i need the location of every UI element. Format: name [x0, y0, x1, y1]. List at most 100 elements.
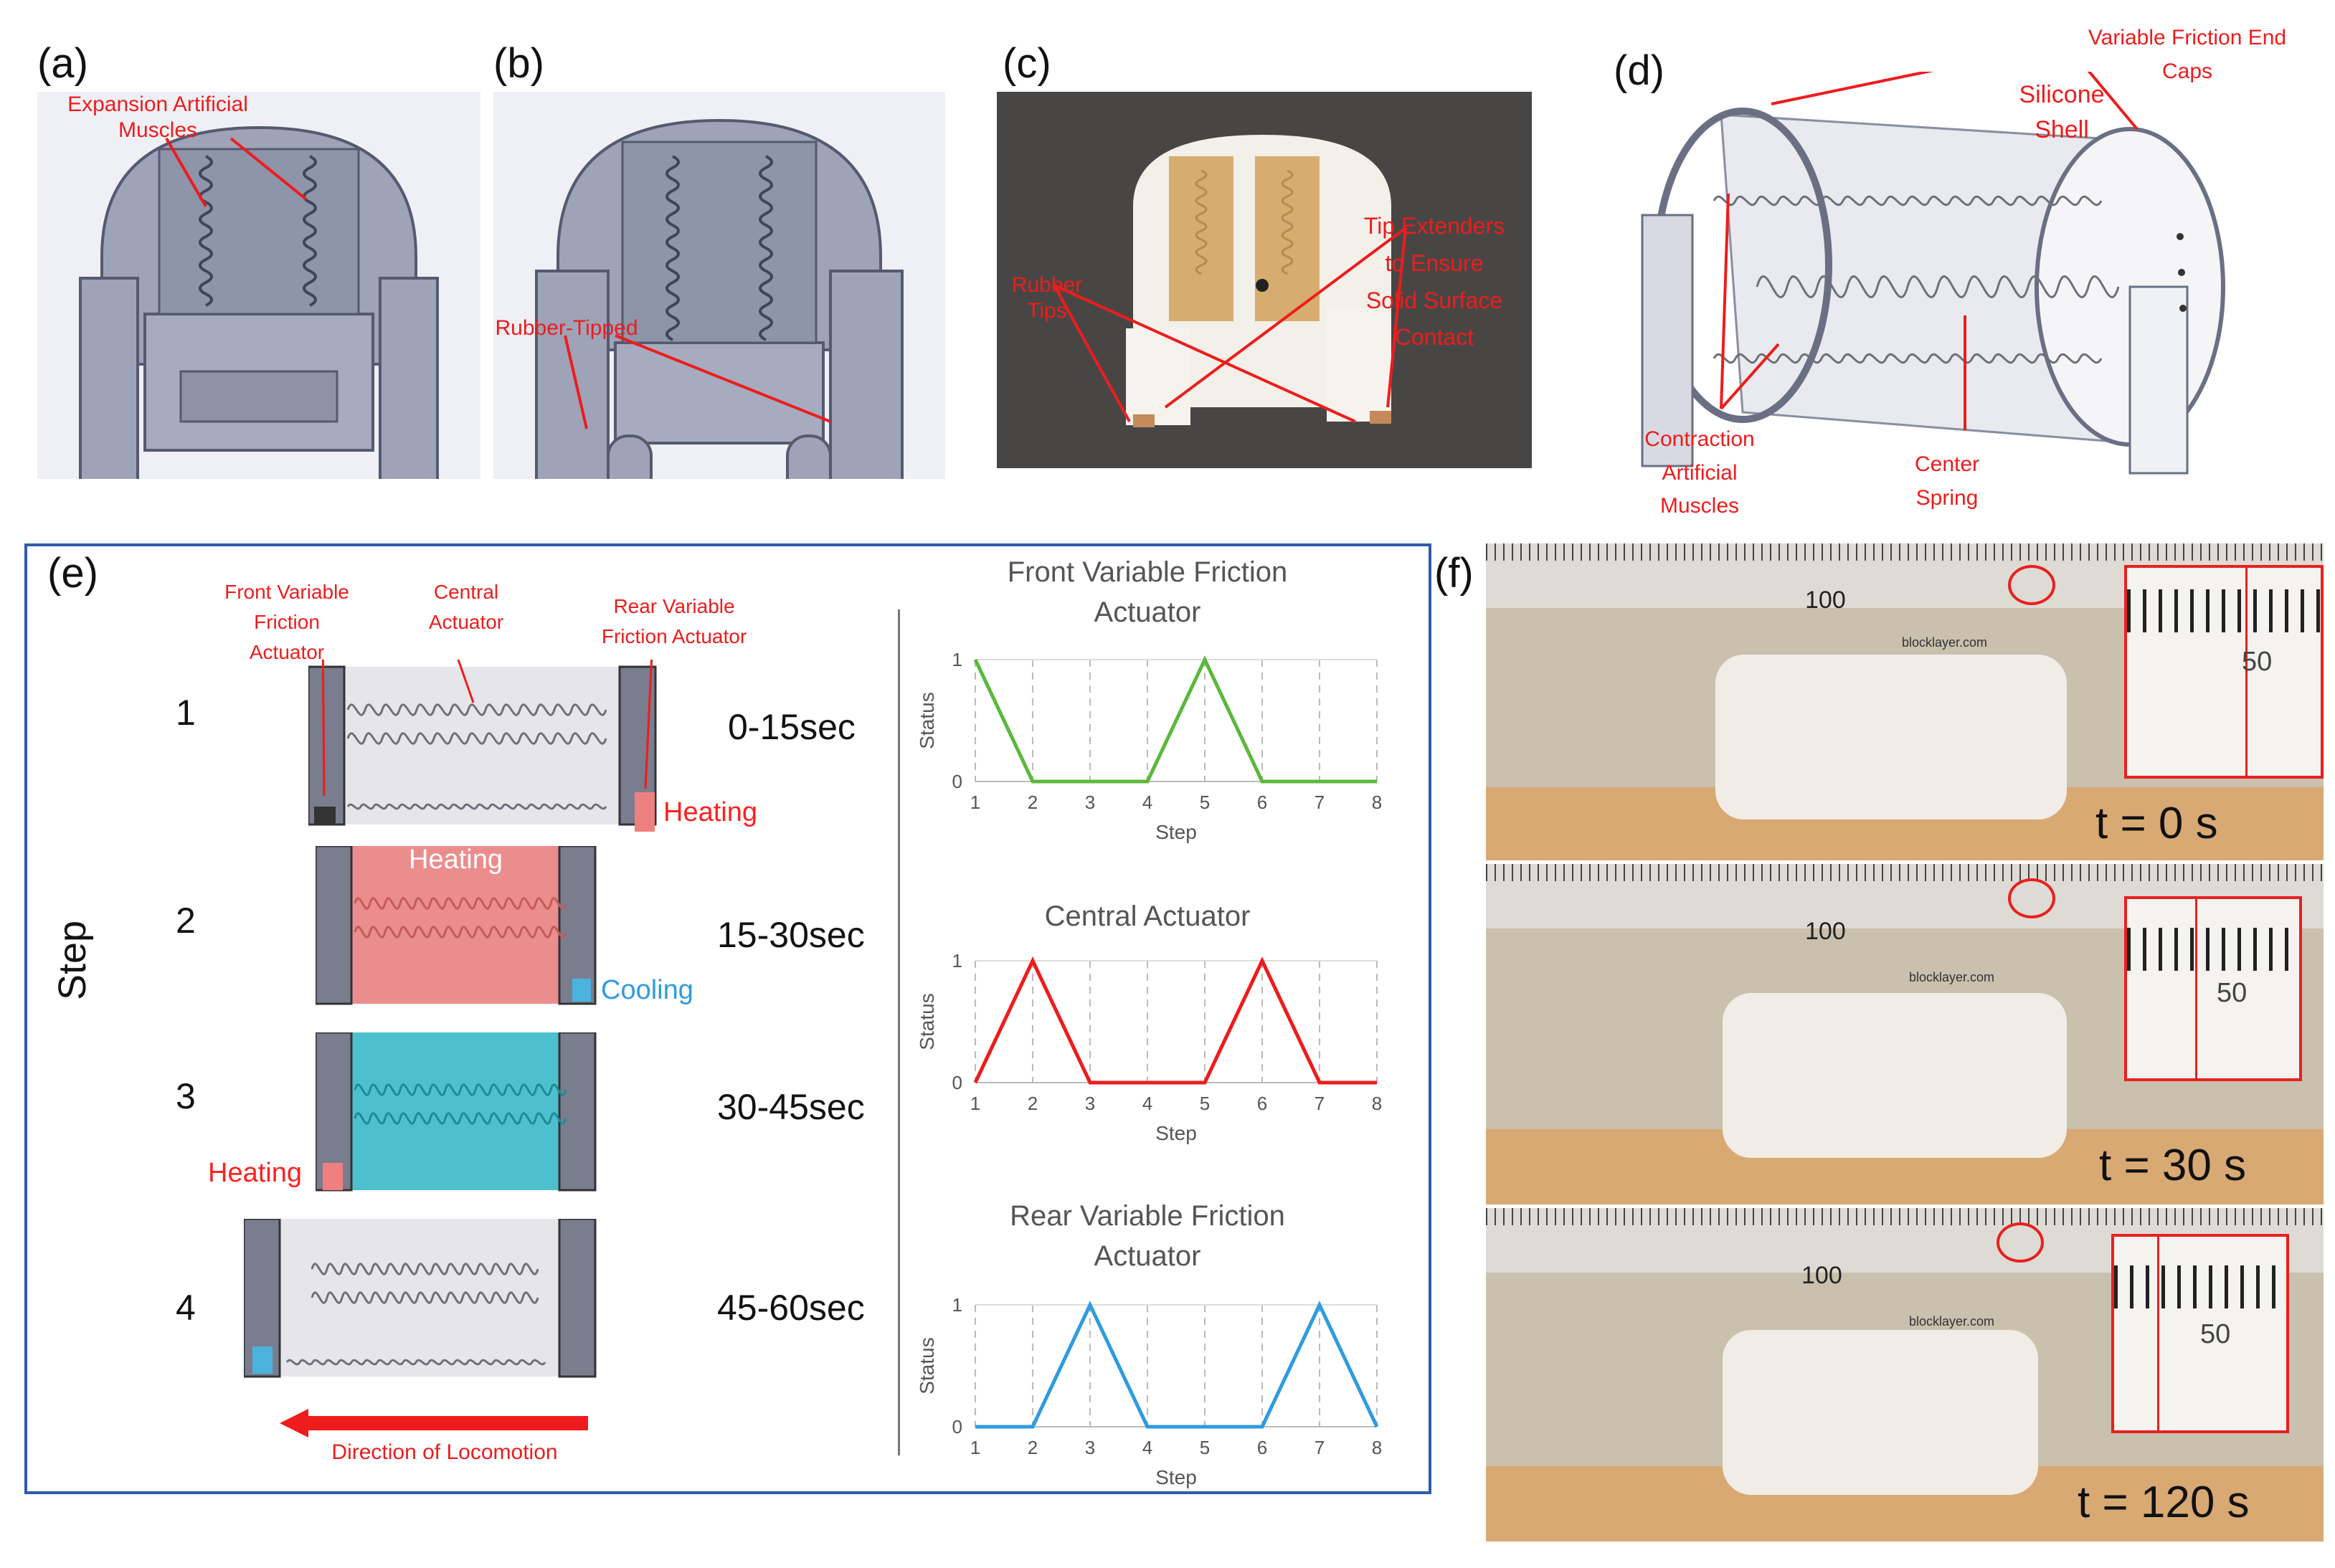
- zoom-inset: 50: [2124, 565, 2324, 779]
- zoom-inset: 50: [2124, 896, 2302, 1081]
- x-tick-label: 7: [1315, 792, 1325, 813]
- panel-a-annotation: Expansion Artificial Muscles: [67, 92, 248, 142]
- direction-arrow: [280, 1409, 588, 1438]
- panel-d-label: (d): [1614, 47, 1664, 94]
- panel-e-divider: [898, 609, 900, 1455]
- panel-b-annotation: Rubber-Tipped: [495, 316, 638, 340]
- x-tick-label: 2: [1028, 1093, 1038, 1114]
- panel-c-annotation-right: Tip Extenders to Ensure Solid Surface Co…: [1363, 213, 1505, 351]
- zoom-circle: [1997, 1222, 2044, 1263]
- series-line: [973, 655, 1377, 784]
- x-axis-label: Step: [1155, 1122, 1197, 1144]
- step-time: 15-30sec: [717, 915, 865, 955]
- x-tick-label: 3: [1085, 1093, 1095, 1114]
- panel-e-step-axis-label: Step: [51, 920, 94, 1000]
- step-number: 1: [176, 693, 196, 733]
- y-axis-label: Status: [916, 1337, 938, 1394]
- x-tick-label: 8: [1372, 1437, 1382, 1458]
- step-number: 2: [176, 901, 196, 941]
- ruler-number: 100: [1801, 1262, 1842, 1289]
- panel-f-photo-t0: 100 blocklayer.com 50 t = 0 s: [1486, 543, 2324, 860]
- label-rear-actuator: Rear Variable Friction Actuator: [601, 595, 747, 647]
- x-tick-label: 5: [1200, 792, 1210, 813]
- x-tick-label: 6: [1257, 1437, 1267, 1458]
- ruler-brand: blocklayer.com: [1909, 970, 1995, 984]
- panel-e-label: (e): [47, 550, 98, 597]
- zoom-mark: 50: [2200, 1319, 2231, 1349]
- time-label: t = 0 s: [2095, 799, 2218, 848]
- panel-d-spring: Center Spring: [1914, 452, 1980, 510]
- panel-c-label: (c): [1003, 40, 1051, 87]
- panel-a-cad-image: [37, 92, 480, 523]
- step2-actuator: [316, 846, 597, 1005]
- ruler-brand: blocklayer.com: [1902, 635, 1988, 650]
- series-line: [975, 1301, 1379, 1429]
- panel-f-photo-t120: 100 blocklayer.com 50 t = 120 s: [1486, 1208, 2324, 1541]
- panel-f-label: (f): [1434, 550, 1474, 597]
- x-tick-label: 4: [1142, 1437, 1152, 1458]
- x-tick-label: 2: [1028, 792, 1038, 813]
- x-axis-label: Step: [1155, 1466, 1197, 1488]
- panel-d-end-caps: Variable Friction End Caps: [2088, 26, 2287, 83]
- chart-front-title: Front Variable Friction Actuator: [1007, 556, 1288, 628]
- step1-actuator: [308, 660, 657, 832]
- y-tick-label: 0: [952, 1072, 962, 1093]
- panel-b-cad-image: [493, 92, 945, 523]
- panel-e-frame: [24, 543, 1431, 1494]
- panel-d-drawing: [1641, 42, 2225, 475]
- x-tick-label: 7: [1315, 1437, 1325, 1458]
- robot-body: [1715, 655, 2067, 819]
- zoom-circle: [2008, 878, 2055, 918]
- y-axis-label: Status: [916, 692, 938, 749]
- step-number: 3: [176, 1076, 196, 1116]
- x-tick-label: 4: [1142, 792, 1152, 813]
- x-tick-label: 4: [1142, 1093, 1152, 1114]
- panel-d-muscles: Contraction Artificial Muscles: [1644, 427, 1755, 518]
- robot-body: [1723, 1330, 2038, 1495]
- panel-a-label: (a): [37, 40, 88, 87]
- y-tick-label: 0: [952, 1416, 962, 1438]
- zoom-mark: 50: [2217, 978, 2248, 1008]
- step3-actuator: [316, 1032, 597, 1192]
- step3-heating-label: Heating: [208, 1158, 302, 1188]
- ruler-ticks: [1486, 864, 2324, 881]
- x-tick-label: 2: [1028, 1437, 1038, 1458]
- x-tick-label: 8: [1372, 792, 1382, 813]
- step-time: 0-15sec: [728, 707, 856, 747]
- ruler-number: 100: [1805, 586, 1846, 614]
- x-tick-label: 1: [970, 1437, 980, 1458]
- panel-c-drawing: [1053, 135, 1407, 427]
- x-tick-label: 5: [1200, 1093, 1210, 1114]
- direction-label: Direction of Locomotion: [331, 1440, 558, 1464]
- zoom-inset: 50: [2111, 1234, 2289, 1433]
- label-central-actuator: Central Actuator: [428, 581, 504, 633]
- panel-b-drawing: [535, 118, 904, 523]
- panel-d-cad-image: [1635, 42, 2280, 495]
- zoom-circle: [2008, 565, 2055, 605]
- x-tick-label: 6: [1257, 792, 1267, 813]
- step2-heating-label: Heating: [409, 845, 503, 875]
- time-label: t = 30 s: [2099, 1141, 2247, 1190]
- x-axis-label: Step: [1155, 821, 1197, 843]
- label-front-actuator: Front Variable Friction Actuator: [224, 581, 349, 663]
- x-tick-label: 6: [1257, 1093, 1267, 1114]
- ruler-ticks: [1486, 1208, 2324, 1225]
- x-tick-label: 3: [1085, 1437, 1095, 1458]
- panel-c-photo: [997, 92, 1532, 468]
- x-tick-label: 5: [1200, 1437, 1210, 1458]
- x-tick-label: 7: [1315, 1093, 1325, 1114]
- step4-actuator: [244, 1219, 597, 1378]
- y-tick-label: 1: [952, 950, 962, 971]
- robot-body: [1723, 993, 2067, 1158]
- step1-heating-label: Heating: [663, 797, 757, 827]
- panel-b-label: (b): [493, 40, 544, 87]
- x-tick-label: 1: [970, 1093, 980, 1114]
- step-number: 4: [176, 1288, 196, 1328]
- ruler-ticks: [1486, 543, 2324, 561]
- ruler-number: 100: [1805, 918, 1846, 945]
- panel-a-drawing: [79, 125, 439, 523]
- y-axis-label: Status: [916, 993, 938, 1050]
